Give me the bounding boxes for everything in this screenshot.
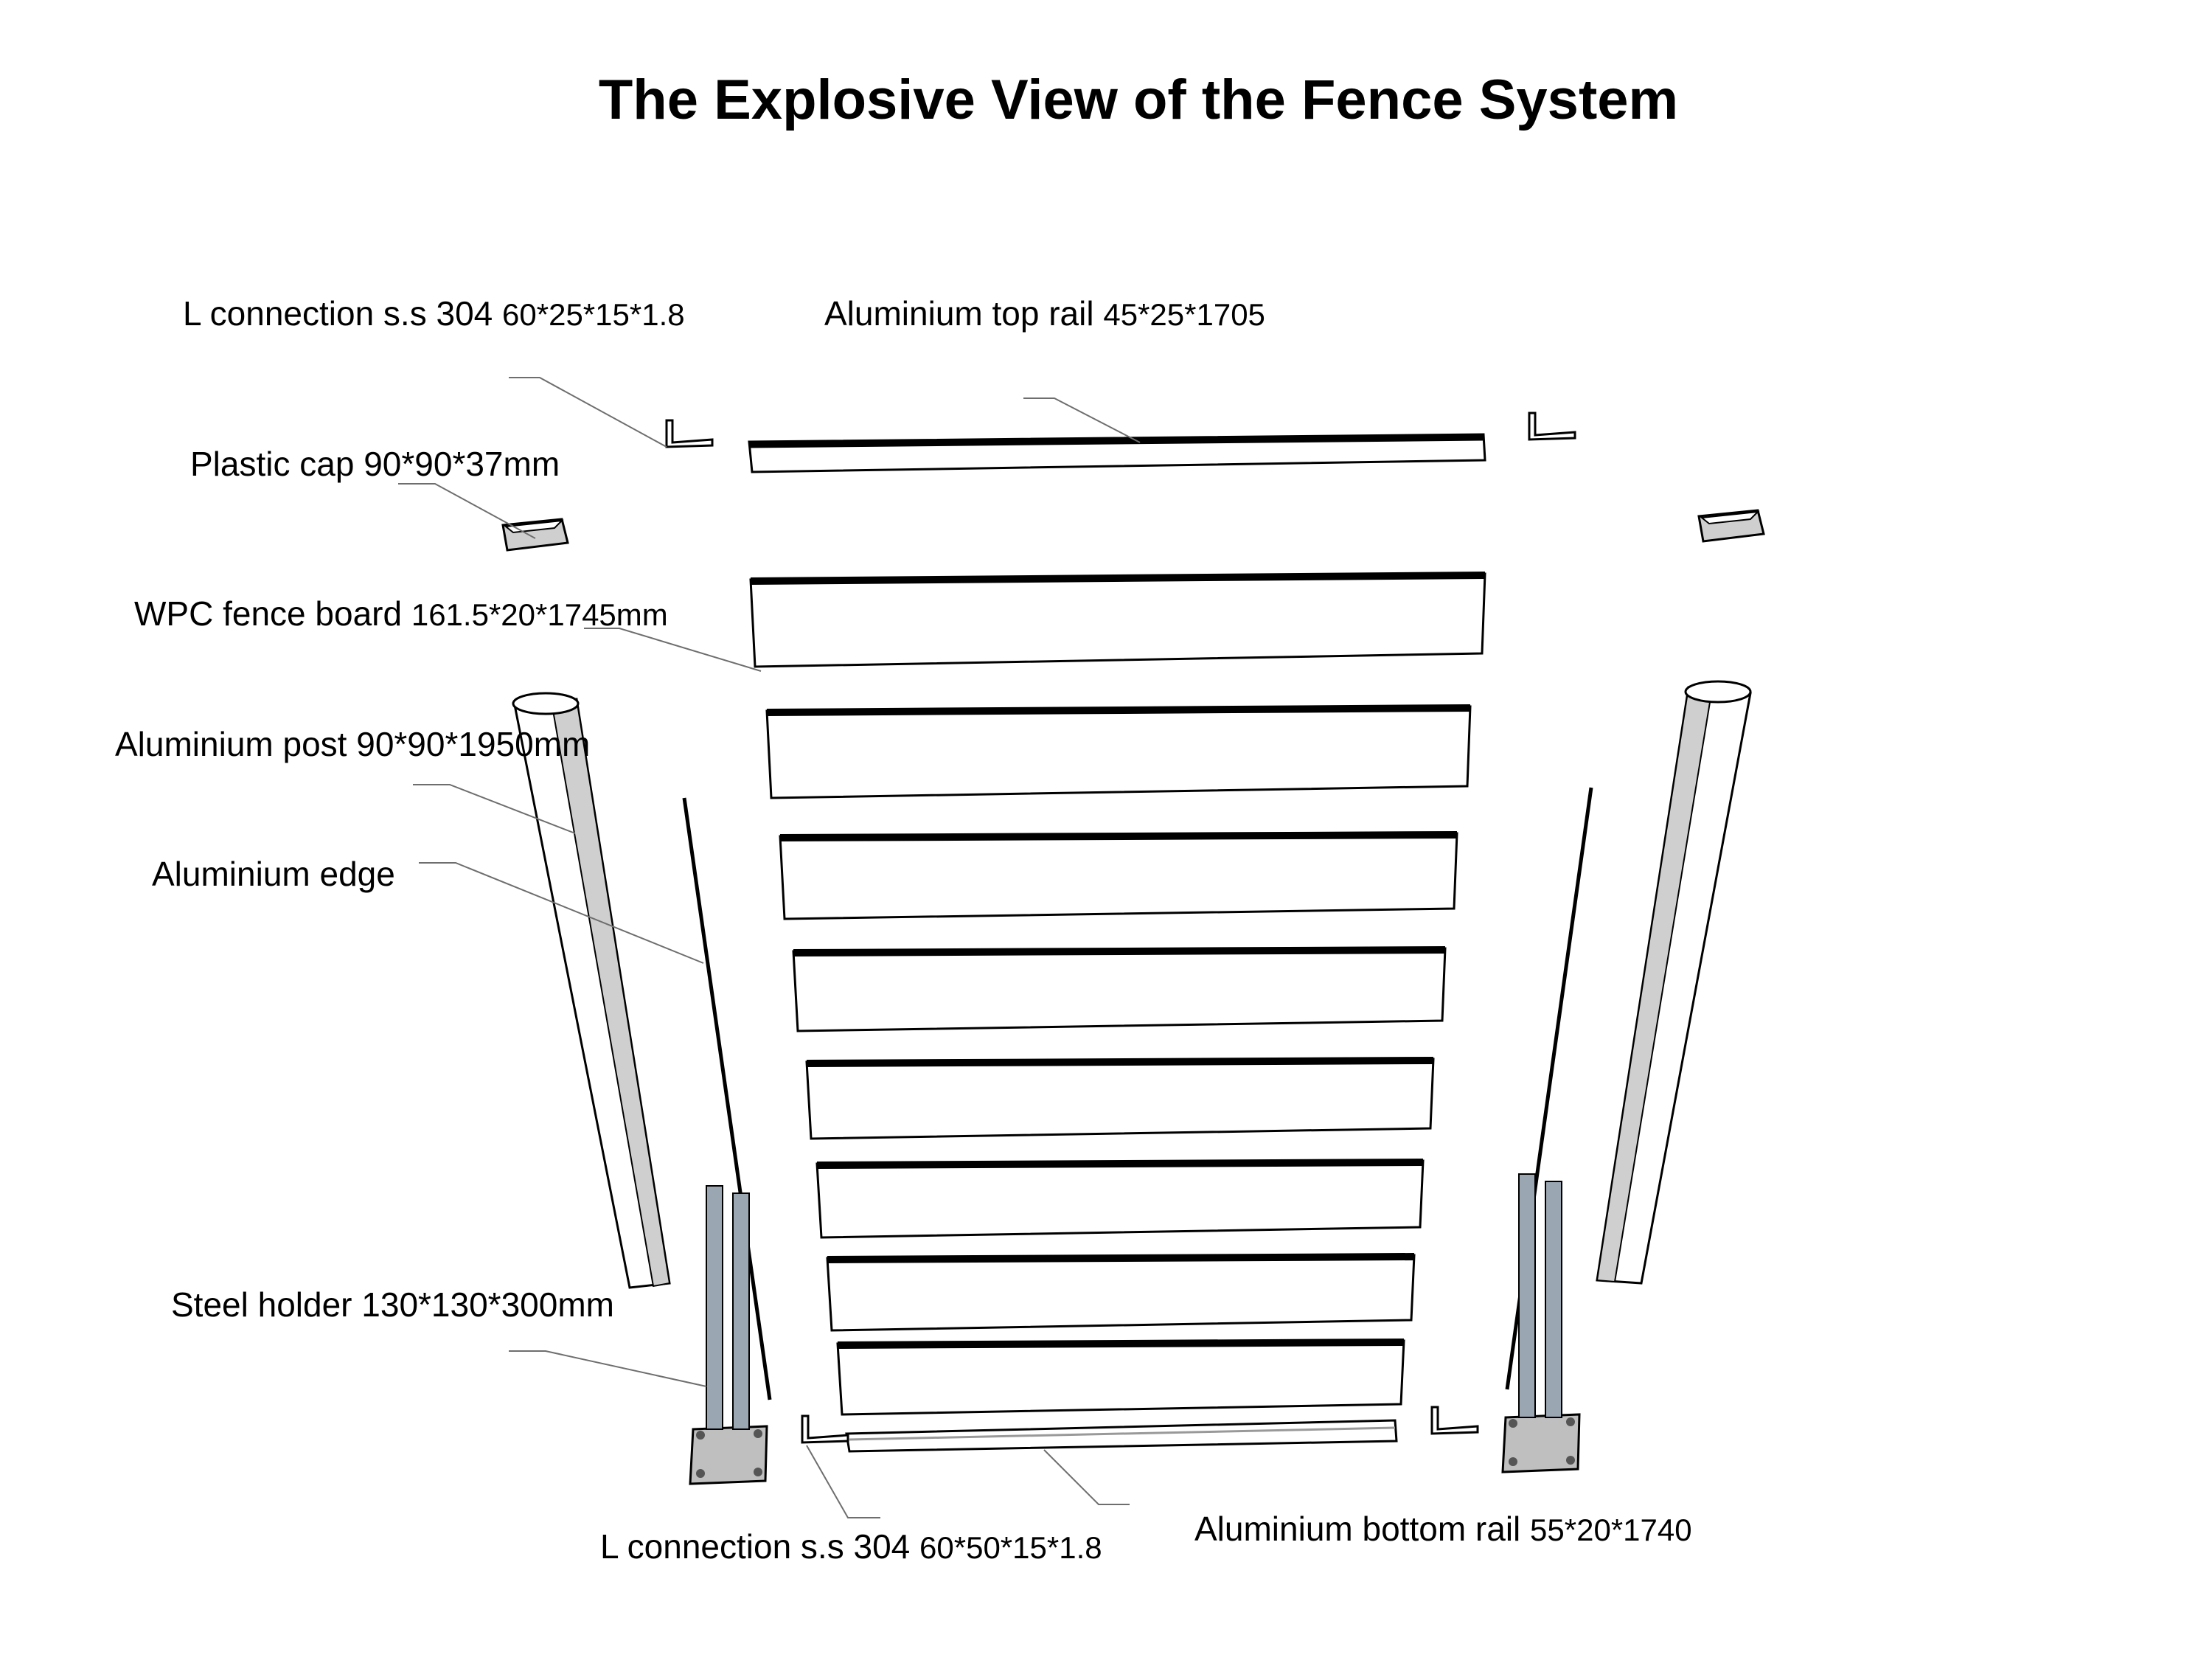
label-plastic-cap-name: Plastic cap: [190, 445, 355, 483]
label-steel-holder-dims: 130*130*300mm: [361, 1285, 614, 1324]
left-post-side: [550, 698, 671, 1288]
fence-board-5: [805, 1057, 1435, 1140]
fence-board-2: [765, 704, 1472, 799]
steel-holder-bolt: [754, 1429, 762, 1438]
left-post: [512, 692, 671, 1289]
right-post: [1596, 680, 1752, 1285]
diagram-title: The Explosive View of the Fence System: [598, 69, 1679, 131]
steel-holder-bolt: [1509, 1457, 1517, 1466]
l-connection-bracket: [801, 1414, 849, 1444]
label-steel-holder: Steel holder 130*130*300mm: [171, 1288, 614, 1322]
fence-board-1: [749, 572, 1486, 668]
fence-board-face: [765, 705, 1472, 799]
l-connection-bracket: [665, 419, 714, 448]
leader-plastic-cap: [398, 483, 536, 539]
steel-holder-bolt: [1566, 1417, 1575, 1426]
label-l-connection-bottom-name: L connection s.s 304: [600, 1527, 911, 1566]
fence-board-tongue: [837, 1339, 1405, 1349]
label-post-name: Aluminium post: [115, 725, 347, 763]
bottom-rail: [845, 1419, 1398, 1453]
label-edge: Aluminium edge: [152, 857, 395, 891]
steel-holder-tube: [732, 1192, 750, 1430]
left-aluminium-edge: [682, 797, 772, 1400]
l-connection-top-left: [665, 419, 714, 448]
right-post-top: [1684, 680, 1752, 704]
fence-board-8: [836, 1339, 1405, 1416]
leader-bottom-rail: [1043, 1449, 1130, 1505]
leader-edge: [419, 862, 704, 964]
fence-board-tongue: [779, 831, 1458, 841]
fence-board-tongue: [827, 1253, 1415, 1263]
leader-top-rail: [1023, 397, 1141, 443]
fence-board-tongue: [806, 1057, 1434, 1067]
label-edge-name: Aluminium edge: [152, 855, 395, 893]
leader-post: [413, 784, 576, 834]
steel-holder-bolt: [696, 1469, 705, 1478]
leader-l-connection-top: [509, 377, 667, 448]
label-steel-holder-name: Steel holder: [171, 1285, 352, 1324]
top-rail-groove: [748, 434, 1484, 448]
l-connection-bottom-right: [1430, 1406, 1479, 1435]
label-fence-board-dims: 161.5*20*1745mm: [411, 597, 668, 632]
l-connection-bracket: [1528, 412, 1576, 441]
fence-board-face: [815, 1159, 1425, 1239]
leader-fence-board: [584, 628, 762, 672]
steel-holder-bolt: [696, 1431, 705, 1440]
label-plastic-cap-dims: 90*90*37mm: [364, 445, 560, 483]
steel-holder-left: [689, 1185, 768, 1485]
label-top-rail: Aluminium top rail 45*25*1705: [824, 296, 1265, 330]
label-l-connection-top: L connection s.s 304 60*25*15*1.8: [183, 296, 685, 330]
label-top-rail-dims: 45*25*1705: [1103, 297, 1265, 332]
label-bottom-rail-name: Aluminium bottom rail: [1194, 1510, 1521, 1548]
bottom-rail-body: [845, 1419, 1398, 1453]
steel-holder-tube: [706, 1185, 723, 1430]
fence-board-4: [792, 946, 1447, 1032]
label-l-connection-bottom-dims: 60*50*15*1.8: [919, 1530, 1102, 1565]
steel-holder-bolt: [1509, 1419, 1517, 1428]
label-fence-board: WPC fence board 161.5*20*1745mm: [134, 597, 668, 631]
l-connection-bottom-left: [801, 1414, 849, 1444]
top-rail: [748, 433, 1486, 473]
steel-holder-right: [1501, 1173, 1581, 1473]
l-connection-top-right: [1528, 412, 1576, 441]
fence-board-tongue: [793, 946, 1446, 957]
leader-steel-holder: [509, 1350, 707, 1387]
fence-board-face: [805, 1058, 1435, 1140]
fence-board-3: [779, 831, 1458, 920]
fence-board-face: [792, 947, 1447, 1032]
fence-board-face: [749, 572, 1486, 668]
fence-board-face: [779, 832, 1458, 920]
fence-board-face: [826, 1254, 1416, 1332]
fence-board-tongue: [816, 1159, 1424, 1169]
label-l-connection-top-name: L connection s.s 304: [183, 294, 493, 333]
steel-holder-tube: [1545, 1181, 1562, 1418]
steel-holder-bolt: [754, 1468, 762, 1476]
plastic-cap-top: [1700, 510, 1760, 525]
plastic-cap-left: [501, 518, 569, 552]
label-l-connection-top-dims: 60*25*15*1.8: [502, 297, 685, 332]
label-top-rail-name: Aluminium top rail: [824, 294, 1094, 333]
left-post-top: [512, 692, 580, 715]
fence-board-tongue: [750, 572, 1486, 585]
fence-board-6: [815, 1159, 1425, 1239]
label-post: Aluminium post 90*90*1950mm: [115, 727, 590, 761]
label-l-connection-bottom: L connection s.s 304 60*50*15*1.8: [600, 1530, 1102, 1563]
label-fence-board-name: WPC fence board: [134, 594, 403, 633]
leader-l-connection-bottom: [806, 1445, 880, 1518]
label-post-dims: 90*90*1950mm: [356, 725, 591, 763]
fence-board-tongue: [766, 704, 1471, 716]
l-connection-bracket: [1430, 1406, 1479, 1435]
steel-holder-bolt: [1566, 1456, 1575, 1465]
steel-holder-tube: [1518, 1173, 1536, 1418]
fence-board-7: [826, 1253, 1416, 1332]
label-bottom-rail: Aluminium bottom rail 55*20*1740: [1194, 1512, 1692, 1546]
fence-board-face: [836, 1339, 1405, 1416]
bottom-rail-line: [849, 1426, 1396, 1441]
label-bottom-rail-dims: 55*20*1740: [1530, 1513, 1692, 1547]
plastic-cap-right: [1697, 509, 1765, 543]
label-plastic-cap: Plastic cap 90*90*37mm: [190, 447, 560, 481]
